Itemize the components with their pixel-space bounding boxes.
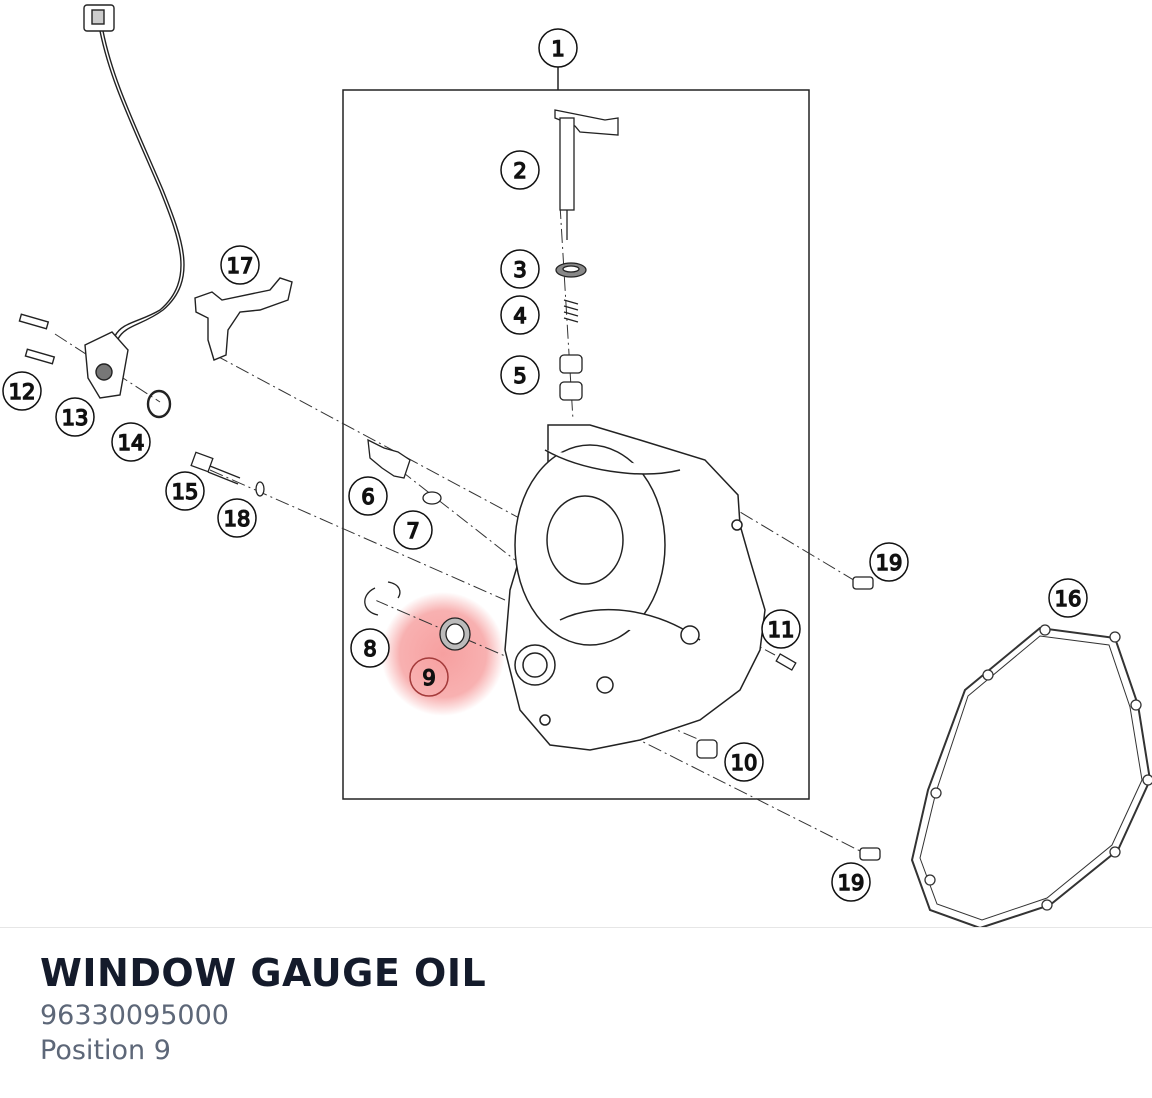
callout-19-upper[interactable]: 19 [869, 542, 909, 582]
svg-text:8: 8 [363, 637, 376, 661]
svg-text:3: 3 [513, 258, 526, 282]
svg-text:2: 2 [513, 159, 526, 183]
callout-3[interactable]: 3 [500, 249, 540, 289]
part-title: WINDOW GAUGE OIL [40, 951, 487, 995]
callout-11[interactable]: 11 [761, 609, 801, 649]
divider [0, 927, 1152, 928]
gasket-holes [924, 624, 1152, 911]
callout-17[interactable]: 17 [220, 245, 260, 285]
part-number: 96330095000 [40, 1000, 229, 1031]
svg-text:10: 10 [731, 751, 758, 775]
svg-text:1: 1 [551, 37, 564, 61]
svg-text:19: 19 [876, 551, 903, 575]
callout-14[interactable]: 14 [111, 422, 151, 462]
part-info-panel: WINDOW GAUGE OIL 96330095000 Position 9 [40, 950, 486, 1068]
svg-text:9: 9 [422, 666, 435, 690]
clutch-cover [504, 424, 766, 751]
window-gauge-part-9 [439, 617, 471, 651]
svg-text:19: 19 [838, 871, 865, 895]
svg-text:4: 4 [513, 304, 526, 328]
svg-text:13: 13 [62, 406, 89, 430]
svg-text:12: 12 [9, 380, 36, 404]
dipstick-assembly [554, 109, 619, 401]
svg-text:7: 7 [406, 519, 419, 543]
callout-9[interactable]: 9 [409, 657, 449, 697]
svg-text:14: 14 [118, 431, 145, 455]
callout-15[interactable]: 15 [165, 471, 205, 511]
callout-4[interactable]: 4 [500, 295, 540, 335]
sensor-assembly [18, 4, 185, 419]
svg-text:18: 18 [224, 507, 251, 531]
callout-6[interactable]: 6 [348, 476, 388, 516]
callout-5[interactable]: 5 [500, 355, 540, 395]
callout-13[interactable]: 13 [55, 397, 95, 437]
callout-7[interactable]: 7 [393, 510, 433, 550]
svg-text:16: 16 [1055, 587, 1082, 611]
part-position: Position 9 [40, 1035, 171, 1066]
gasket-part-16 [910, 626, 1152, 928]
svg-text:17: 17 [227, 254, 254, 278]
callout-2[interactable]: 2 [500, 150, 540, 190]
callout-1[interactable]: 1 [538, 28, 578, 68]
callout-10[interactable]: 10 [724, 742, 764, 782]
svg-text:15: 15 [172, 480, 199, 504]
svg-text:5: 5 [513, 364, 526, 388]
svg-text:11: 11 [768, 618, 795, 642]
callout-16[interactable]: 16 [1048, 578, 1088, 618]
assembly-frame [342, 89, 810, 800]
exploded-parts-diagram: 1 2 3 4 5 6 7 8 9 10 11 12 13 14 15 16 1… [2, 4, 1152, 928]
bracket-part-17 [194, 277, 293, 361]
bolt-part-15 [190, 451, 265, 497]
callout-8[interactable]: 8 [350, 628, 390, 668]
callout-12[interactable]: 12 [2, 371, 42, 411]
svg-text:6: 6 [361, 485, 374, 509]
callout-19-lower[interactable]: 19 [831, 862, 871, 902]
small-parts [364, 438, 881, 861]
callout-18[interactable]: 18 [217, 498, 257, 538]
